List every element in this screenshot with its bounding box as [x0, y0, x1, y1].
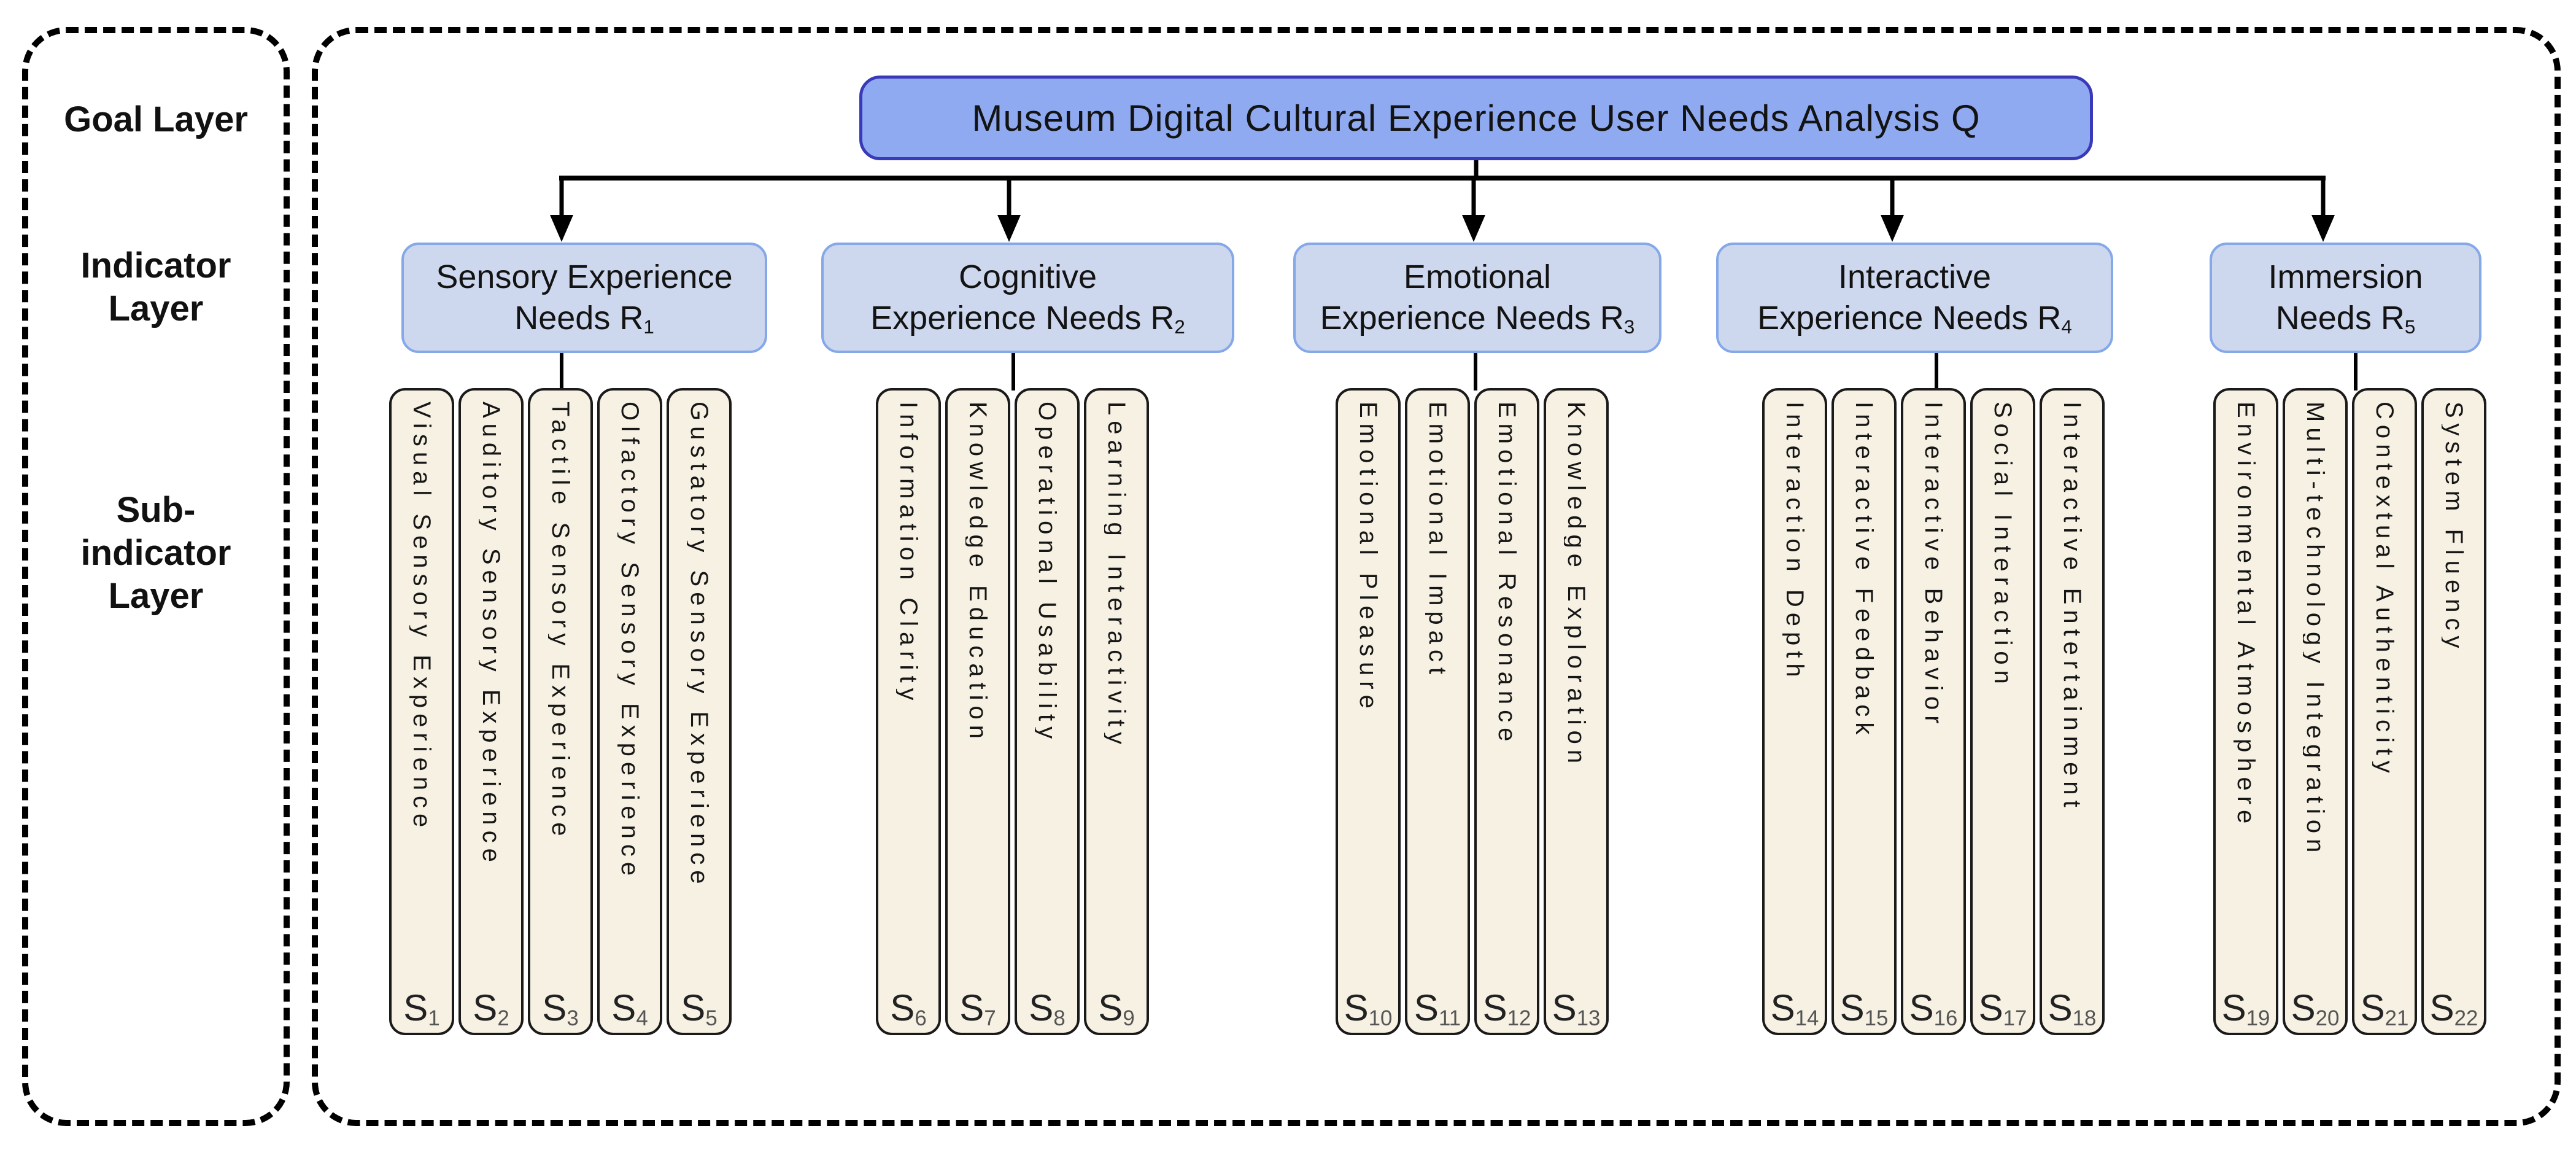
sub-indicator-label: Interaction Depth: [1782, 402, 1807, 683]
indicator-node-r4: Interactive Experience Needs R4: [1716, 243, 2113, 353]
indicator-node-r5: Immersion Needs R5: [2210, 243, 2481, 353]
sub-indicator-layer-label: Sub- indicator Layer: [80, 490, 231, 616]
sub-indicator-label: Visual Sensory Experience: [409, 402, 434, 833]
indicator-layer-label: Indicator Layer: [80, 246, 231, 328]
sub-indicator-code: S13: [1552, 987, 1601, 1030]
indicator-label: Immersion Needs R5: [2268, 258, 2423, 338]
sub-indicator-node-s16: Interactive Behavior S16: [1901, 388, 1966, 1035]
sub-indicator-code: S16: [1909, 987, 1958, 1030]
sub-indicator-code: S12: [1482, 987, 1531, 1030]
sub-indicator-label: Olfactory Sensory Experience: [617, 402, 642, 882]
sub-indicator-code: S3: [542, 987, 579, 1030]
indicator-node-r1: Sensory Experience Needs R1: [401, 243, 767, 353]
sub-indicator-node-s11: Emotional Impact S11: [1405, 388, 1470, 1035]
sub-indicator-node-s8: Operational Usability S8: [1015, 388, 1080, 1035]
sub-indicator-node-s5: Gustatory Sensory Experience S5: [667, 388, 732, 1035]
sub-indicator-node-s10: Emotional Pleasure S10: [1336, 388, 1401, 1035]
sub-indicator-code: S5: [681, 987, 717, 1030]
goal-node: Museum Digital Cultural Experience User …: [859, 76, 2093, 160]
sub-indicator-row-r2: Information Clarity S6 Knowledge Educati…: [876, 388, 1149, 1035]
indicator-label: Cognitive Experience Needs R2: [870, 258, 1185, 338]
sub-indicator-node-s18: Interactive Entertainment S18: [2040, 388, 2105, 1035]
sub-indicator-code: S9: [1098, 987, 1135, 1030]
sub-indicator-label: Contextual Authenticity: [2372, 402, 2397, 779]
sub-indicator-label: Tactile Sensory Experience: [548, 402, 573, 842]
sub-indicator-code: S11: [1414, 987, 1461, 1030]
sub-indicator-node-s13: Knowledge Exploration S13: [1544, 388, 1609, 1035]
sub-indicator-row-r4: Interaction Depth S14 Interactive Feedba…: [1762, 388, 2105, 1035]
sub-indicator-label: Emotional Pleasure: [1356, 402, 1380, 714]
indicator-label: Interactive Experience Needs R4: [1757, 258, 2072, 338]
sub-indicator-label: Learning Interactivity: [1104, 402, 1129, 750]
sub-indicator-code: S15: [1839, 987, 1889, 1030]
layers-legend-panel: Goal Layer Indicator Layer Sub- indicato…: [22, 27, 290, 1126]
sub-indicator-node-s19: Environmental Atmosphere S19: [2213, 388, 2278, 1035]
diagram-frame: Museum Digital Cultural Experience User …: [312, 27, 2561, 1126]
sub-indicator-code: S19: [2221, 987, 2270, 1030]
sub-indicator-code: S21: [2360, 987, 2409, 1030]
sub-indicator-node-s2: Auditory Sensory Experience S2: [458, 388, 524, 1035]
indicator-label: Emotional Experience Needs R3: [1320, 258, 1635, 338]
sub-indicator-node-s1: Visual Sensory Experience S1: [389, 388, 454, 1035]
sub-indicator-label: Emotional Impact: [1425, 402, 1450, 680]
sub-indicator-node-s12: Emotional Resonance S12: [1474, 388, 1539, 1035]
sub-indicator-code: S2: [473, 987, 509, 1030]
goal-node-label: Museum Digital Cultural Experience User …: [972, 97, 1981, 139]
sub-indicator-label: Knowledge Education: [965, 402, 990, 744]
sub-indicator-node-s3: Tactile Sensory Experience S3: [528, 388, 593, 1035]
sub-indicator-label: Gustatory Sensory Experience: [687, 402, 711, 890]
sub-indicator-code: S22: [2429, 987, 2478, 1030]
sub-indicator-node-s6: Information Clarity S6: [876, 388, 941, 1035]
sub-indicator-code: S10: [1344, 987, 1393, 1030]
sub-indicator-row-r3: Emotional Pleasure S10 Emotional Impact …: [1336, 388, 1609, 1035]
sub-indicator-label: Emotional Resonance: [1495, 402, 1519, 747]
sub-indicator-label: Operational Usability: [1035, 402, 1059, 745]
sub-indicator-row-r1: Visual Sensory Experience S1 Auditory Se…: [389, 388, 732, 1035]
sub-indicator-node-s9: Learning Interactivity S9: [1084, 388, 1149, 1035]
sub-indicator-code: S20: [2291, 987, 2340, 1030]
indicator-node-r3: Emotional Experience Needs R3: [1293, 243, 1661, 353]
sub-indicator-node-s21: Contextual Authenticity S21: [2352, 388, 2417, 1035]
sub-indicator-code: S4: [611, 987, 648, 1030]
sub-indicator-code: S17: [1978, 987, 2027, 1030]
sub-indicator-label: Multi-technology Integration: [2303, 402, 2327, 858]
sub-indicator-code: S14: [1770, 987, 1819, 1030]
sub-indicator-code: S6: [890, 987, 927, 1030]
sub-indicator-label: Interactive Entertainment: [2060, 402, 2084, 813]
sub-indicator-label: Environmental Atmosphere: [2234, 402, 2258, 829]
sub-indicator-code: S8: [1029, 987, 1066, 1030]
sub-indicator-code: S1: [403, 987, 440, 1030]
sub-indicator-label: System Fluency: [2442, 402, 2466, 654]
indicator-label: Sensory Experience Needs R1: [436, 258, 733, 338]
sub-indicator-label: Social Interaction: [1990, 402, 2015, 690]
sub-indicator-row-r5: Environmental Atmosphere S19 Multi-techn…: [2213, 388, 2486, 1035]
sub-indicator-node-s4: Olfactory Sensory Experience S4: [597, 388, 662, 1035]
sub-indicator-code: S18: [2048, 987, 2097, 1030]
sub-indicator-label: Interactive Feedback: [1852, 402, 1876, 740]
sub-indicator-node-s7: Knowledge Education S7: [945, 388, 1010, 1035]
goal-layer-label: Goal Layer: [64, 99, 248, 139]
sub-indicator-node-s17: Social Interaction S17: [1970, 388, 2035, 1035]
sub-indicator-node-s15: Interactive Feedback S15: [1831, 388, 1897, 1035]
sub-indicator-label: Interactive Behavior: [1921, 402, 1946, 729]
indicator-node-r2: Cognitive Experience Needs R2: [821, 243, 1234, 353]
sub-indicator-label: Information Clarity: [896, 402, 921, 706]
sub-indicator-code: S7: [959, 987, 996, 1030]
sub-indicator-node-s14: Interaction Depth S14: [1762, 388, 1827, 1035]
sub-indicator-node-s22: System Fluency S22: [2421, 388, 2486, 1035]
sub-indicator-node-s20: Multi-technology Integration S20: [2283, 388, 2348, 1035]
sub-indicator-label: Auditory Sensory Experience: [479, 402, 503, 868]
sub-indicator-label: Knowledge Exploration: [1564, 402, 1588, 769]
